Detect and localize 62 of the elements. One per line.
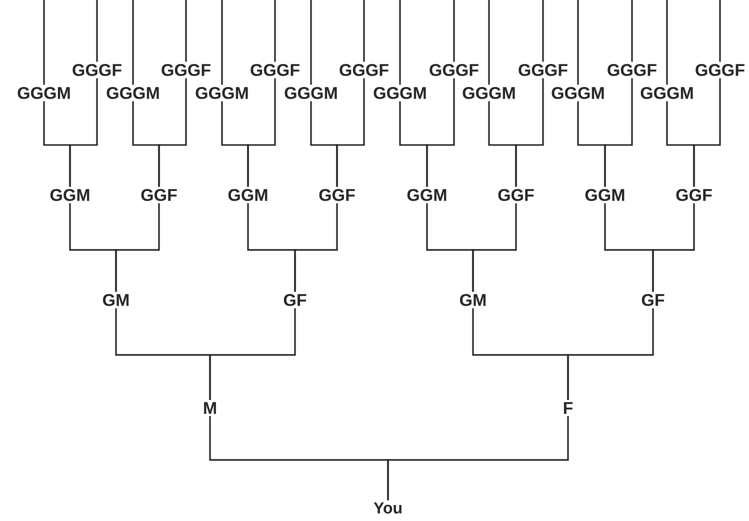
person-label: GGGM — [552, 86, 604, 100]
tree-connector — [69, 78, 98, 187]
tree-connector — [604, 78, 633, 187]
person-label: GGGM — [18, 86, 70, 100]
person-label: GGF — [676, 188, 712, 201]
tree-connector — [336, 78, 365, 187]
ancestry-line — [631, 0, 633, 62]
person-label: GGGM — [196, 86, 248, 100]
tree-connector — [209, 308, 296, 400]
tree-connector — [515, 78, 544, 187]
ancestry-line — [577, 0, 579, 85]
ancestry-line — [363, 0, 365, 62]
person-label: GGM — [407, 188, 446, 201]
person-label: GGGF — [340, 64, 388, 76]
ancestry-line — [399, 0, 401, 85]
person-label: M — [204, 402, 216, 414]
person-label: GGGM — [374, 86, 426, 100]
person-label: GF — [284, 294, 306, 306]
ancestry-line — [310, 0, 312, 85]
person-label: GM — [103, 294, 129, 306]
ancestry-line — [43, 0, 45, 85]
ancestry-line — [488, 0, 490, 85]
tree-connector — [472, 203, 517, 292]
person-label: GGGF — [430, 64, 478, 76]
ancestry-line — [274, 0, 276, 62]
person-label: GGF — [319, 188, 355, 201]
tree-connector — [158, 78, 187, 187]
person-label: GGGF — [162, 64, 210, 76]
person-label: GGM — [585, 188, 624, 201]
ancestry-line — [719, 0, 721, 62]
ancestry-line — [666, 0, 668, 85]
person-label: GGF — [141, 188, 177, 201]
ancestry-line — [542, 0, 544, 62]
person-label: GGGM — [462, 86, 515, 100]
person-label: GGGF — [696, 64, 744, 76]
ancestry-line — [221, 0, 223, 85]
person-label: GGGF — [250, 64, 300, 76]
ancestry-line — [185, 0, 187, 62]
tree-connector — [693, 78, 721, 187]
person-label: GM — [460, 294, 486, 306]
person-label: GGM — [50, 188, 90, 201]
tree-connector — [652, 203, 695, 292]
person-label: GGM — [228, 188, 268, 201]
person-label: You — [374, 502, 402, 514]
person-label: GGF — [498, 188, 534, 201]
tree-connector — [567, 308, 654, 400]
person-label: GGGF — [518, 64, 568, 76]
person-label: GGGM — [106, 86, 159, 100]
person-label: GGGM — [640, 86, 693, 100]
person-label: GGGM — [284, 86, 337, 100]
tree-connector — [426, 78, 455, 187]
tree-connector — [115, 203, 160, 292]
ancestry-line — [132, 0, 134, 85]
person-label: GF — [642, 294, 664, 306]
ancestry-line — [453, 0, 455, 62]
person-label: GGGF — [608, 64, 656, 76]
person-label: F — [564, 402, 573, 414]
person-label: GGGF — [72, 64, 122, 76]
tree-connector — [247, 78, 276, 187]
tree-connector — [387, 416, 569, 500]
tree-connector — [294, 203, 338, 292]
ancestry-line — [96, 0, 98, 62]
